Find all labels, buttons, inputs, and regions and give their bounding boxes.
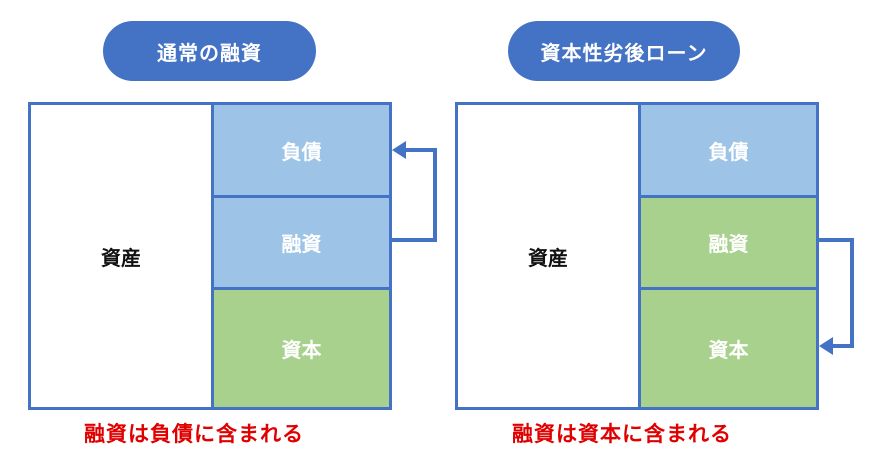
left-title-pill: 通常の融資 [103,21,316,81]
right-reclassify-arrow [819,238,854,355]
right-liability-label: 負債 [708,139,749,164]
right-loan-label: 融資 [708,232,749,256]
left-equity-label: 資本 [281,338,322,362]
right-title: 資本性劣後ローン [540,40,708,65]
right-equity-label: 資本 [708,338,749,362]
right-title-pill: 資本性劣後ローン [508,21,740,81]
left-asset-block: 資産 [31,105,214,407]
left-asset-label: 資産 [101,245,141,270]
left-loan-cell: 融資 [214,198,389,287]
right-divider-1 [641,195,816,198]
right-divider-2 [641,287,816,290]
left-divider-1 [214,195,389,198]
right-loan-cell: 融資 [641,198,816,287]
right-asset-block: 資産 [458,105,641,407]
left-title: 通常の融資 [157,40,262,65]
left-loan-label: 融資 [281,232,322,256]
left-divider-2 [214,287,389,290]
left-liability-label: 負債 [281,139,322,164]
left-equity-cell: 資本 [214,290,389,407]
right-balance-sheet: 資産 負債 融資 資本 [455,102,819,410]
right-liability-cell: 負債 [641,105,816,195]
right-asset-label: 資産 [528,245,568,270]
left-liability-cell: 負債 [214,105,389,195]
left-reclassify-arrow [392,141,437,242]
left-balance-sheet: 資産 負債 融資 資本 [28,102,392,410]
right-caption: 融資は資本に含まれる [512,422,732,446]
left-caption: 融資は負債に含まれる [84,422,304,446]
right-equity-cell: 資本 [641,290,816,407]
